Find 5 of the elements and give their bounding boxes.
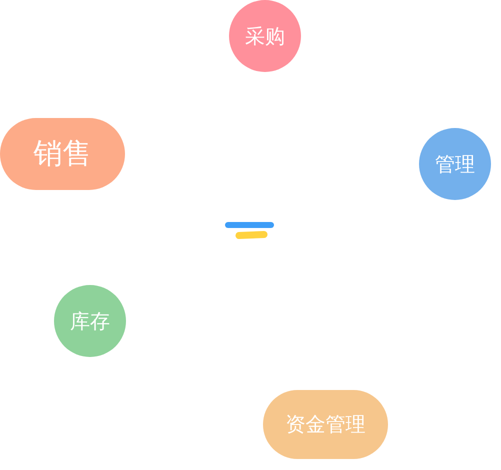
topic-pill: 销售 [0,118,125,190]
topic-circle: 管理 [419,128,491,200]
topic-circle: 库存 [54,285,126,357]
topic-circle: 采购 [229,0,301,72]
topic-pill: 资金管理 [263,390,388,459]
